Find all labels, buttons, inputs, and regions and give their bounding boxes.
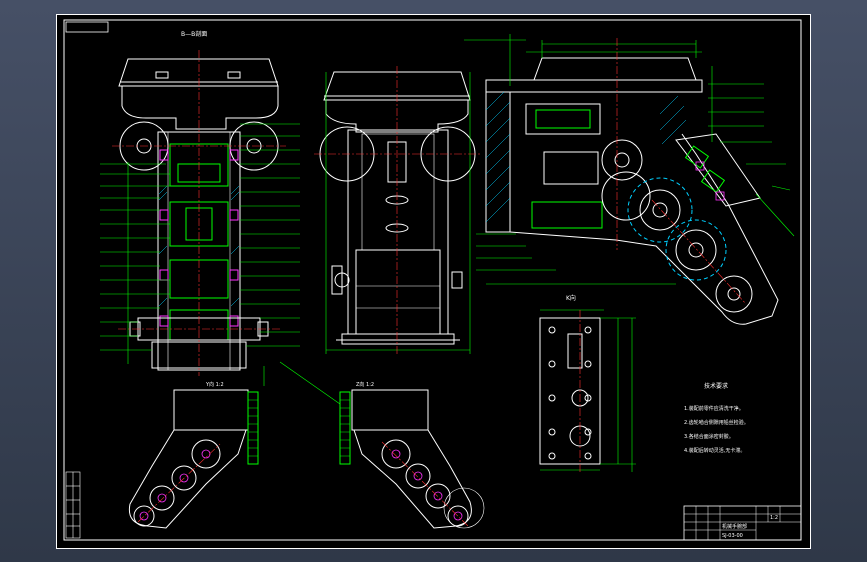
title-block-drawing-no: SJ-03-00	[722, 533, 743, 539]
view-left-title: Y向 1:2	[205, 381, 224, 388]
title-block-name: 机械手腕部	[722, 523, 747, 530]
drawing-canvas: B—B剖面	[56, 14, 811, 549]
notes-line-3: 3.各结合面涂密封胶。	[684, 433, 734, 440]
notes-line-2: 2.齿轮啮合侧隙用铅丝检验。	[684, 419, 749, 426]
technical-notes: 技术要求 1.装配前零件应清洗干净。 2.齿轮啮合侧隙用铅丝检验。 3.各结合面…	[684, 382, 749, 454]
drawing-sheet: B—B剖面	[56, 14, 811, 549]
z-view: Z向 1:2	[279, 361, 485, 529]
title-block: 机械手腕部 SJ-03-00 1:2	[683, 505, 802, 541]
notes-title: 技术要求	[704, 382, 728, 390]
notes-line-1: 1.装配前零件应清洗干净。	[684, 405, 744, 412]
notes-line-4: 4.装配后转动灵活,无卡滞。	[684, 447, 745, 454]
section-view-bb: B—B剖面	[100, 30, 300, 376]
inner-frame	[63, 19, 802, 541]
title-block-scale: 1:2	[770, 515, 778, 521]
side-view	[314, 66, 480, 354]
outer-frame	[56, 14, 811, 549]
revision-strip	[65, 471, 81, 539]
section-title: B—B剖面	[181, 30, 207, 38]
k-view: K向	[539, 294, 636, 474]
corner-stamp	[65, 21, 109, 33]
view-k-title: K向	[566, 294, 576, 302]
view-right-title: Z向 1:2	[356, 381, 374, 388]
front-section-view	[464, 34, 795, 325]
y-view: Y向 1:2	[128, 366, 265, 529]
